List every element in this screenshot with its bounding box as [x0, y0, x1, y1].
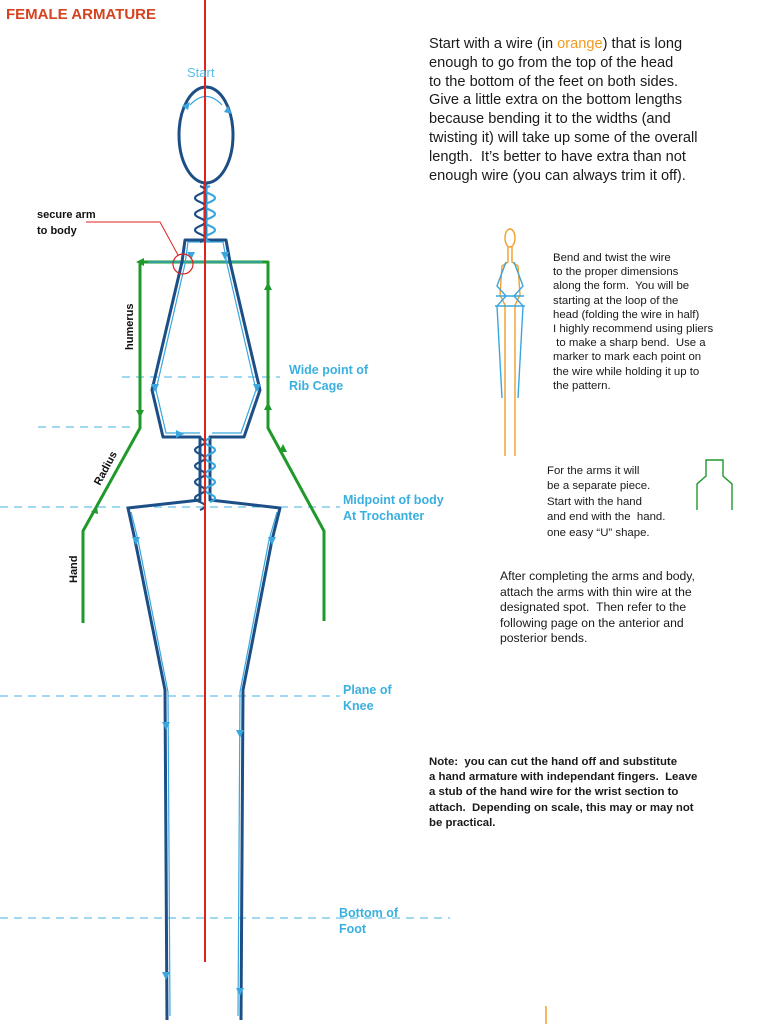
- orange-highlight: orange: [557, 36, 603, 52]
- intro-text-end: ) that is long: [602, 36, 683, 52]
- attach-line: attach the arms with thin wire at the: [500, 584, 692, 599]
- arms-line: one easy “U” shape.: [547, 526, 650, 539]
- note-text: Note: you can cut the hand off and subst…: [429, 755, 759, 831]
- body-wire: [126, 183, 282, 1021]
- guide-label-knee-2: Knee: [343, 699, 374, 713]
- bend-line: to make a sharp bend. Use a: [553, 337, 706, 350]
- attach-line: After completing the arms and body,: [500, 569, 695, 583]
- arms-line: Start with the hand: [547, 495, 642, 508]
- arms-instructions: For the arms it will be a separate piece…: [547, 464, 707, 541]
- bend-line: Bend and twist the wire: [553, 252, 671, 264]
- guide-label-trochanter-1: Midpoint of body: [343, 493, 444, 507]
- bend-line: I highly recommend using pliers: [553, 323, 714, 336]
- guide-label-foot-1: Bottom of: [339, 906, 399, 920]
- guide-label-rib-cage-1: Wide point of: [289, 363, 369, 377]
- guide-label-trochanter-2: At Trochanter: [343, 509, 424, 523]
- note-line: a stub of the hand wire for the wrist se…: [429, 786, 679, 799]
- attach-line: designated spot. Then refer to the: [500, 600, 687, 615]
- bend-line: the pattern.: [553, 379, 611, 392]
- secure-arm-circle: [172, 253, 194, 275]
- intro-first-line: Start with a wire (in orange) that is lo…: [429, 35, 759, 54]
- arm-u-shape-illustration: [696, 459, 733, 510]
- intro-instructions: Start with a wire (in orange) that is lo…: [429, 35, 759, 185]
- attach-instructions: After completing the arms and body, atta…: [500, 569, 750, 647]
- intro-line: to the bottom of the feet on both sides.: [429, 73, 679, 90]
- bend-instructions: Bend and twist the wire to the proper di…: [553, 251, 753, 393]
- arms-line: For the arms it will: [547, 465, 640, 477]
- arm-wire: [81, 260, 326, 623]
- bend-line: starting at the loop of the: [553, 294, 679, 307]
- secure-arm-label-1: secure arm: [37, 209, 96, 221]
- note-line: be practical.: [429, 816, 496, 829]
- bend-line: head (folding the wire in half): [553, 308, 700, 321]
- start-label: Start: [187, 65, 215, 80]
- intro-line: enough to go from the top of the head: [429, 54, 674, 71]
- intro-line: because bending it to the widths (and: [429, 111, 671, 128]
- guide-label-knee-1: Plane of: [343, 683, 392, 697]
- guide-label-foot-2: Foot: [339, 922, 367, 936]
- attach-line: following page on the anterior and: [500, 615, 684, 630]
- humerus-label: humerus: [124, 304, 136, 350]
- intro-line: twisting it) will take up some of the ov…: [429, 129, 698, 146]
- arm-arrows: [91, 258, 287, 514]
- attach-line: posterior bends.: [500, 631, 588, 646]
- intro-text-start: Start with a wire (in: [429, 36, 558, 52]
- secure-arm-label-2: to body: [37, 225, 78, 237]
- hand-label: Hand: [68, 556, 80, 584]
- note-line: a hand armature with independant fingers…: [429, 771, 698, 784]
- intro-line: enough wire (you can always trim it off)…: [429, 167, 686, 184]
- note-line: Note: you can cut the hand off and subst…: [429, 756, 678, 768]
- page-title: FEMALE ARMATURE: [6, 6, 156, 23]
- twist-neck: [193, 184, 217, 244]
- intro-line: length. It’s better to have extra than n…: [429, 148, 686, 165]
- bend-line: marker to mark each point on: [553, 351, 702, 364]
- intro-line: Give a little extra on the bottom length…: [429, 92, 683, 109]
- radius-label: Radius: [92, 449, 120, 487]
- bend-line: the wire while holding it up to: [553, 365, 700, 378]
- bend-line: along the form. You will be: [553, 280, 690, 293]
- note-line: attach. Depending on scale, this may or …: [429, 801, 694, 814]
- arms-line: and end with the hand.: [547, 511, 666, 524]
- guide-label-rib-cage-2: Rib Cage: [289, 379, 343, 393]
- arms-line: be a separate piece.: [547, 480, 651, 493]
- orange-wire-illustration: [495, 228, 525, 456]
- secure-arm-leader: [86, 221, 179, 256]
- bend-line: to the proper dimensions: [553, 266, 679, 279]
- direction-arrows: [132, 102, 276, 996]
